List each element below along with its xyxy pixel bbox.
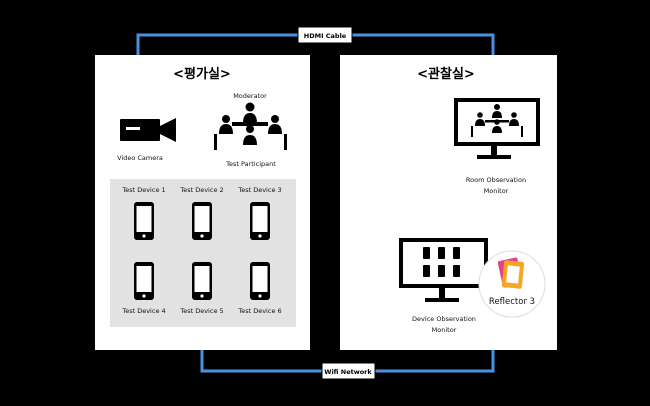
test-device-3: Test Device 3	[237, 186, 282, 240]
test-device-4: Test Device 4	[121, 262, 166, 315]
evaluation-room-title: <평가실>	[173, 66, 231, 82]
smartphone-icon	[250, 202, 270, 240]
reflector-logo-icon	[497, 257, 525, 289]
observation-room-title: <관찰실>	[417, 66, 475, 82]
device-observation-monitor-icon	[399, 238, 488, 302]
smartphone-icon	[192, 262, 212, 300]
test-devices-area	[110, 179, 296, 327]
mini-smartphone-icon	[438, 247, 445, 259]
test-participant-label: Test Participant	[225, 160, 276, 168]
test-device-label: Test Device 6	[237, 307, 281, 315]
test-device-2: Test Device 2	[179, 186, 224, 240]
test-device-5: Test Device 5	[179, 262, 224, 315]
device-observation-monitor-label-line1: Device Observation	[412, 315, 476, 323]
test-device-grid: Test Device 1 Test Device 2 Test Device 3 T…	[121, 186, 281, 315]
test-device-label: Test Device 1	[121, 186, 165, 194]
mini-smartphone-icon	[453, 265, 460, 277]
mini-smartphone-icon	[453, 247, 460, 259]
smartphone-icon	[134, 202, 154, 240]
test-device-label: Test Device 3	[237, 186, 281, 194]
moderator-label: Moderator	[233, 92, 267, 100]
reflector-badge: Reflector 3	[478, 250, 546, 318]
room-observation-monitor-label-line1: Room Observation	[466, 176, 526, 184]
mini-smartphone-icon	[438, 265, 445, 277]
wifi-label-box	[321, 362, 376, 380]
device-observation-monitor-label-line2: Monitor	[432, 326, 457, 334]
test-device-label: Test Device 5	[179, 307, 223, 315]
room-observation-monitor-icon	[454, 98, 540, 159]
hdmi-label-box	[297, 26, 353, 44]
wifi-network-label: Wifi Network	[324, 368, 372, 376]
smartphone-icon	[250, 262, 270, 300]
smartphone-icon	[134, 262, 154, 300]
video-camera-label: Video Camera	[117, 154, 163, 162]
test-device-1: Test Device 1	[121, 186, 166, 240]
test-device-6: Test Device 6	[237, 262, 282, 315]
mini-smartphone-icon	[423, 265, 430, 277]
hdmi-cable-label: HDMI Cable	[304, 32, 347, 40]
room-observation-monitor-label-line2: Monitor	[484, 187, 509, 195]
test-device-label: Test Device 4	[121, 307, 165, 315]
test-device-label: Test Device 2	[179, 186, 223, 194]
video-camera-icon	[120, 118, 176, 142]
smartphone-icon	[192, 202, 212, 240]
mini-smartphone-icon	[423, 247, 430, 259]
meeting-table-icon	[214, 102, 287, 150]
reflector-label: Reflector 3	[489, 297, 535, 307]
